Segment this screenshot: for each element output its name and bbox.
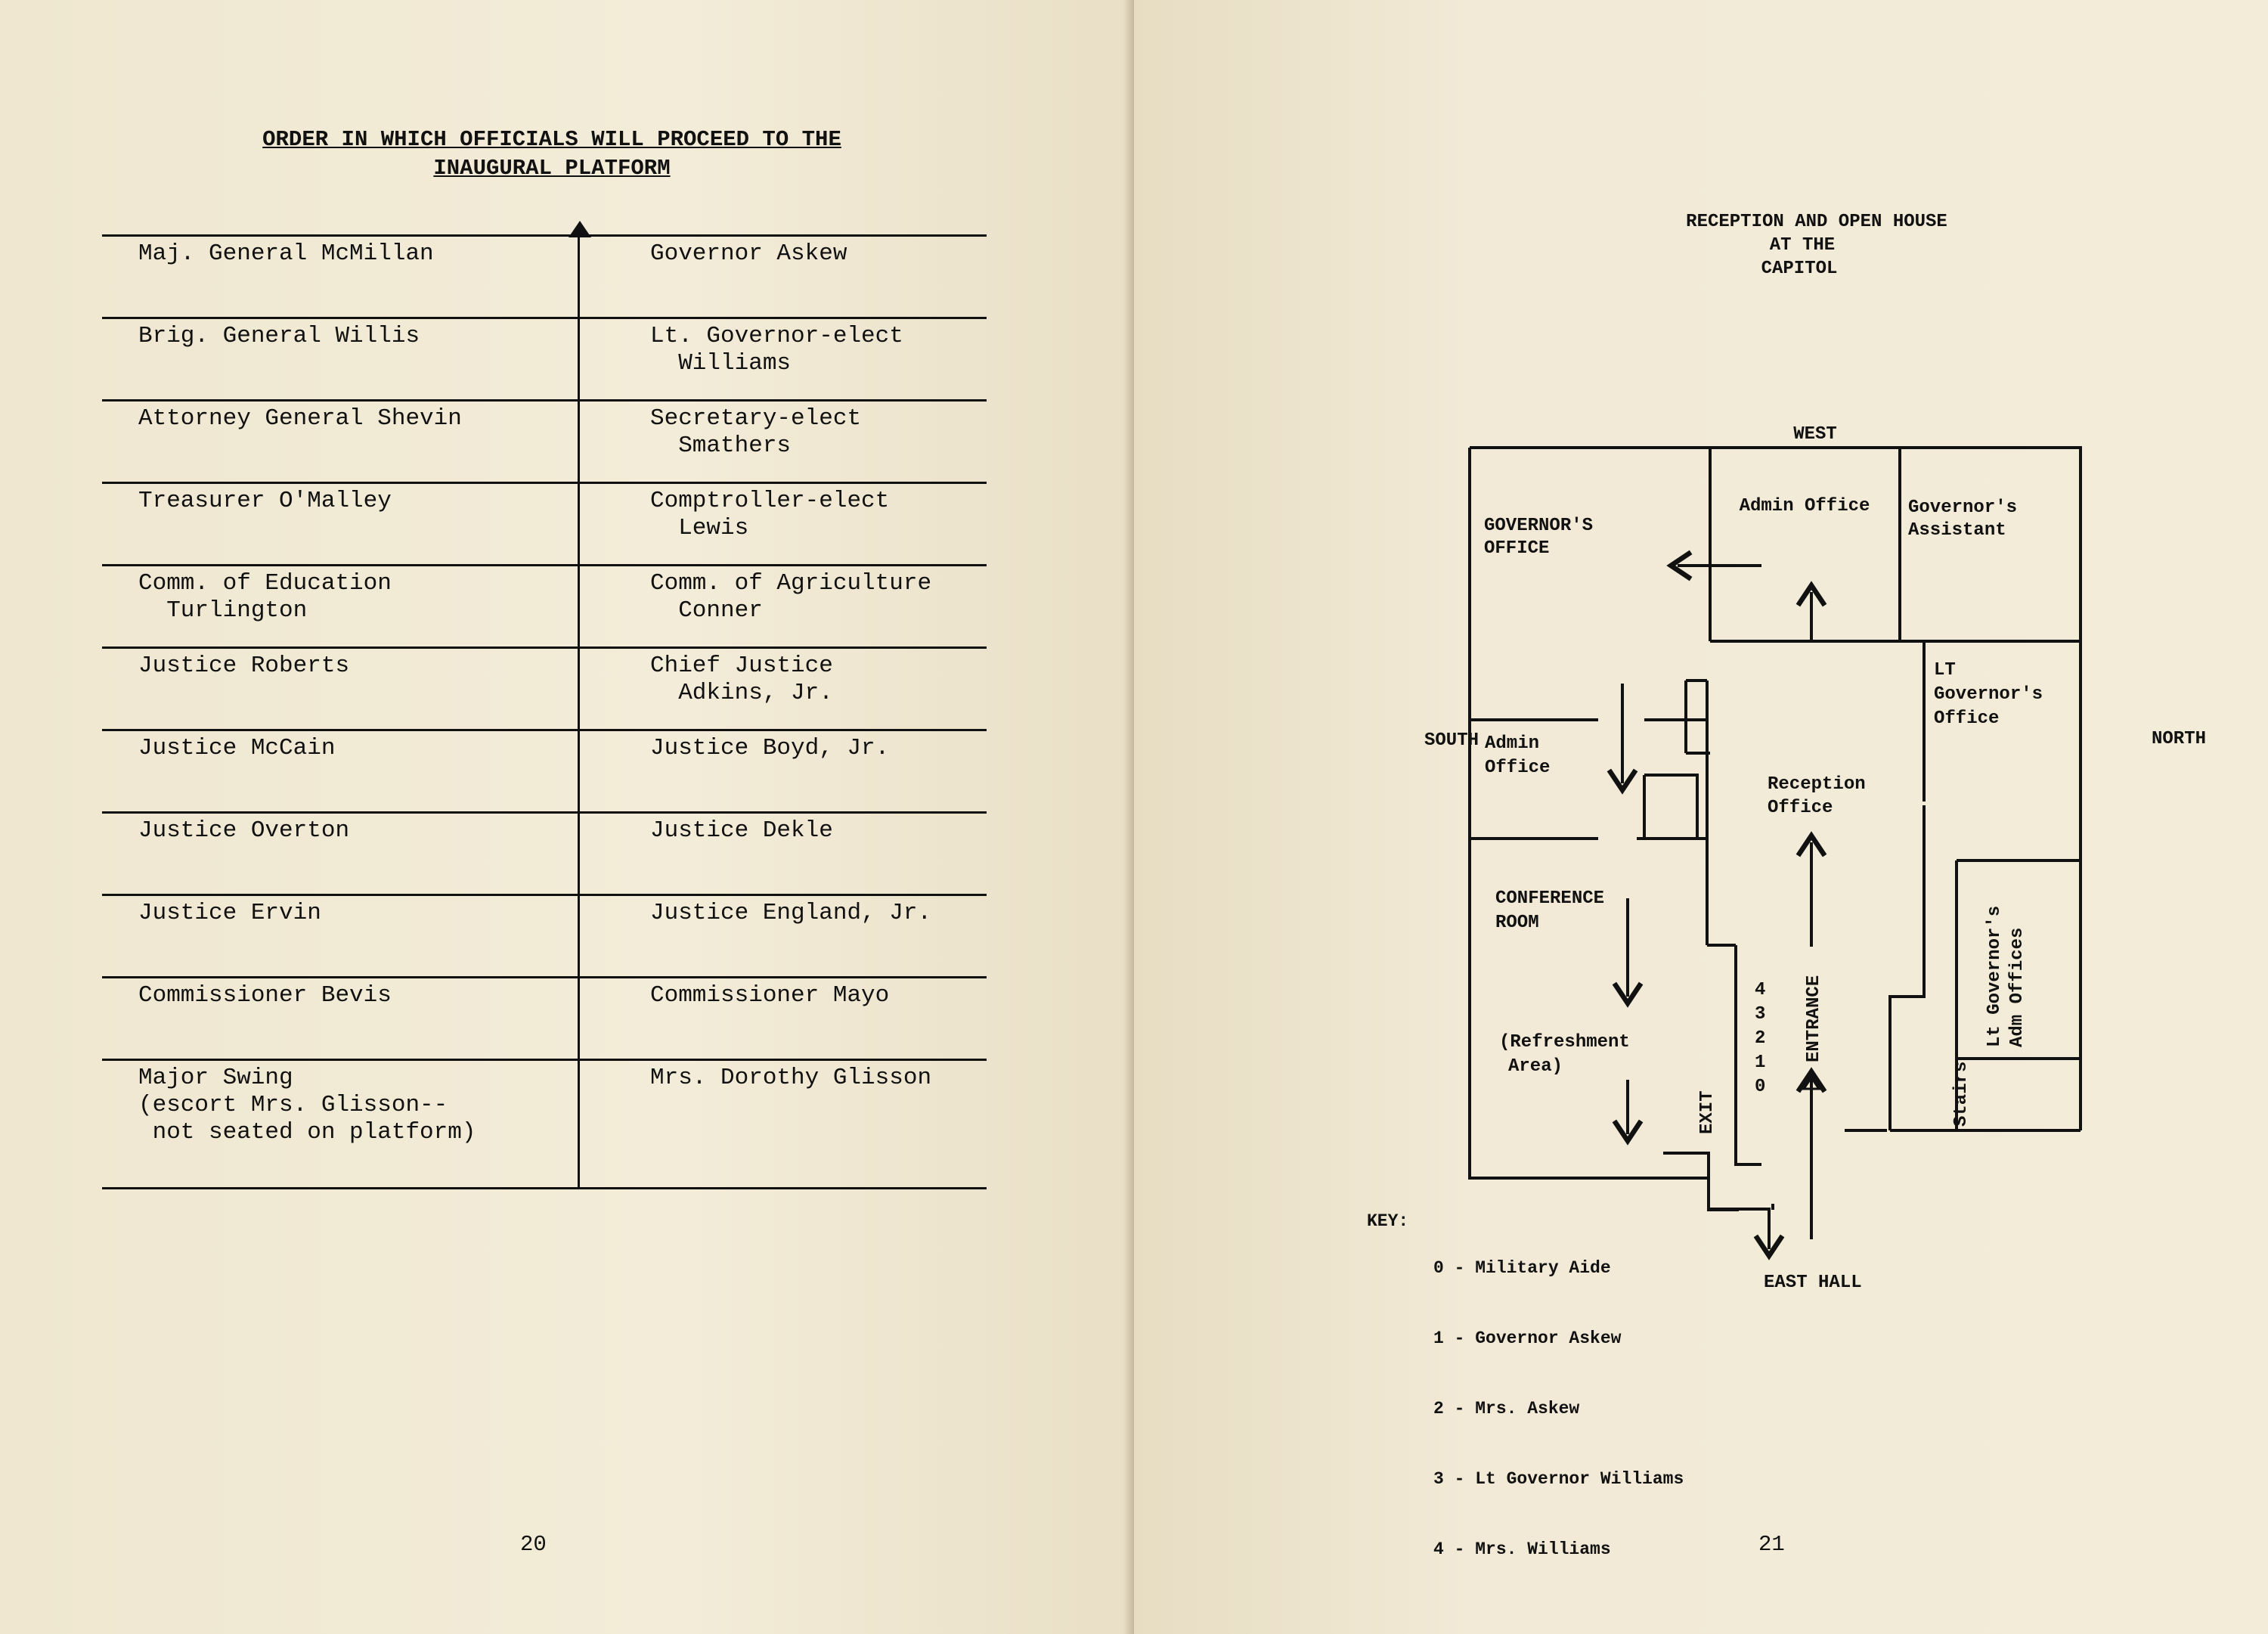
key-item: 4 - Mrs. Williams: [1433, 1539, 1611, 1559]
official-left: Brig. General Willis: [138, 323, 420, 349]
official-left: Justice Ervin: [138, 900, 321, 926]
lt-gov-adm-offices-label: Adm Offices: [2007, 928, 2028, 1047]
procession-title-line2: INAUGURAL PLATFORM: [433, 156, 671, 181]
position-number: 4: [1755, 980, 1765, 1000]
official-left: Attorney General Shevin: [138, 405, 462, 432]
official-right: Comm. of Agriculture Conner: [650, 570, 932, 624]
lt-gov-adm-offices-label: Lt Governor's: [1984, 906, 2005, 1047]
official-left: Justice McCain: [138, 735, 336, 761]
admin-office-south-label: Admin: [1485, 733, 1539, 754]
reception-title-line2: AT THE: [1770, 235, 1835, 256]
column-divider: [578, 234, 580, 1189]
table-row: Justice Ervin Justice England, Jr.: [102, 894, 987, 976]
official-right: Justice Boyd, Jr.: [650, 735, 890, 761]
official-right: Governor Askew: [650, 240, 847, 267]
stairs-label: Stairs: [1951, 1062, 1972, 1127]
official-right: Comptroller-elect Lewis: [650, 488, 890, 541]
table-row: Brig. General Willis Lt. Governor-elect …: [102, 317, 987, 399]
official-right: Justice England, Jr.: [650, 900, 932, 926]
row-rule: [102, 564, 987, 566]
conference-room-label: ROOM: [1495, 913, 1539, 933]
plan-walls: [1468, 446, 2082, 1211]
row-rule: [102, 234, 987, 237]
procession-title-line1: ORDER IN WHICH OFFICIALS WILL PROCEED TO…: [262, 127, 841, 152]
exit-path-arrow-icon: [1663, 1152, 1785, 1260]
key-list: 0 - Military Aide 1 - Governor Askew 2 -…: [1433, 1210, 1684, 1608]
entrance-label: ENTRANCE: [1804, 975, 1824, 1062]
official-right: Mrs. Dorothy Glisson: [650, 1065, 932, 1091]
table-row: Treasurer O'Malley Comptroller-elect Lew…: [102, 482, 987, 564]
official-left: Justice Overton: [138, 817, 350, 844]
row-rule: [102, 729, 987, 731]
exit-label: EXIT: [1697, 1090, 1718, 1134]
governors-office-label: GOVERNOR'S: [1484, 516, 1593, 536]
row-rule: [102, 482, 987, 484]
governors-assistant-label: Governor's: [1908, 498, 2017, 518]
lt-governors-office-label: LT: [1934, 660, 1956, 681]
direction-north: NORTH: [2152, 729, 2206, 749]
row-rule: [102, 1187, 987, 1189]
governors-office-label: OFFICE: [1484, 538, 1549, 559]
governors-assistant-label: Assistant: [1908, 520, 2006, 541]
row-rule: [102, 976, 987, 978]
east-hall-label: EAST HALL: [1764, 1273, 1862, 1293]
official-right: Secretary-elect Smathers: [650, 405, 862, 459]
official-right: Lt. Governor-elect Williams: [650, 323, 903, 377]
official-left: Comm. of Education Turlington: [138, 570, 392, 624]
row-rule: [102, 646, 987, 649]
page-left: ORDER IN WHICH OFFICIALS WILL PROCEED TO…: [0, 0, 1134, 1634]
table-row: Justice Overton Justice Dekle: [102, 811, 987, 894]
official-left: Treasurer O'Malley: [138, 488, 392, 514]
table-row: Commissioner Bevis Commissioner Mayo: [102, 976, 987, 1059]
table-row: Major Swing (escort Mrs. Glisson-- not s…: [102, 1059, 987, 1187]
entrance-marker-icon: [1802, 1075, 1821, 1090]
official-left: Major Swing (escort Mrs. Glisson-- not s…: [138, 1065, 476, 1146]
position-number: 3: [1755, 1004, 1765, 1025]
admin-office-south-label: Office: [1485, 758, 1550, 778]
page-number-right: 21: [1758, 1532, 1785, 1557]
refreshment-area-label: (Refreshment: [1499, 1032, 1630, 1053]
official-left: Maj. General McMillan: [138, 240, 434, 267]
reception-title-line1: RECEPTION AND OPEN HOUSE: [1686, 212, 1947, 232]
key-item: 2 - Mrs. Askew: [1433, 1399, 1580, 1419]
key-item: 0 - Military Aide: [1433, 1258, 1611, 1278]
procession-title: ORDER IN WHICH OFFICIALS WILL PROCEED TO…: [106, 126, 998, 183]
lt-governors-office-label: Office: [1934, 708, 1999, 729]
table-row: Comm. of Education Turlington Comm. of A…: [102, 564, 987, 646]
official-right: Commissioner Mayo: [650, 982, 890, 1009]
table-row: Attorney General Shevin Secretary-elect …: [102, 399, 987, 482]
reception-office-label: Office: [1768, 798, 1833, 818]
official-left: Justice Roberts: [138, 653, 350, 679]
reception-title-line3: CAPITOL: [1761, 259, 1838, 279]
row-rule: [102, 894, 987, 896]
key-label: KEY:: [1367, 1211, 1409, 1231]
table-row: Maj. General McMillan Governor Askew: [102, 234, 987, 317]
table-row: Justice McCain Justice Boyd, Jr.: [102, 729, 987, 811]
refreshment-area-label: Area): [1508, 1056, 1563, 1077]
official-right: Justice Dekle: [650, 817, 833, 844]
traffic-arrows: [1606, 550, 1827, 1260]
admin-office-west-label: Admin Office: [1740, 496, 1870, 516]
row-rule: [102, 399, 987, 402]
official-right: Chief Justice Adkins, Jr.: [650, 653, 833, 706]
direction-arrow-icon: [569, 221, 591, 237]
procession-table: Maj. General McMillan Governor Askew Bri…: [102, 221, 987, 1189]
row-rule: [102, 317, 987, 319]
direction-west: WEST: [1793, 424, 1837, 445]
key-item: 3 - Lt Governor Williams: [1433, 1469, 1684, 1489]
conference-room-label: CONFERENCE: [1495, 888, 1604, 909]
row-rule: [102, 1059, 987, 1061]
row-rule: [102, 811, 987, 814]
position-number: 1: [1755, 1053, 1765, 1073]
position-number: 0: [1755, 1077, 1765, 1097]
reception-office-label: Reception: [1768, 774, 1866, 795]
page-number-left: 20: [520, 1532, 547, 1557]
lt-governors-office-label: Governor's: [1934, 684, 2043, 705]
table-row: Justice Roberts Chief Justice Adkins, Jr…: [102, 646, 987, 729]
position-number: 2: [1755, 1028, 1765, 1049]
key-item: 1 - Governor Askew: [1433, 1329, 1622, 1348]
official-left: Commissioner Bevis: [138, 982, 392, 1009]
